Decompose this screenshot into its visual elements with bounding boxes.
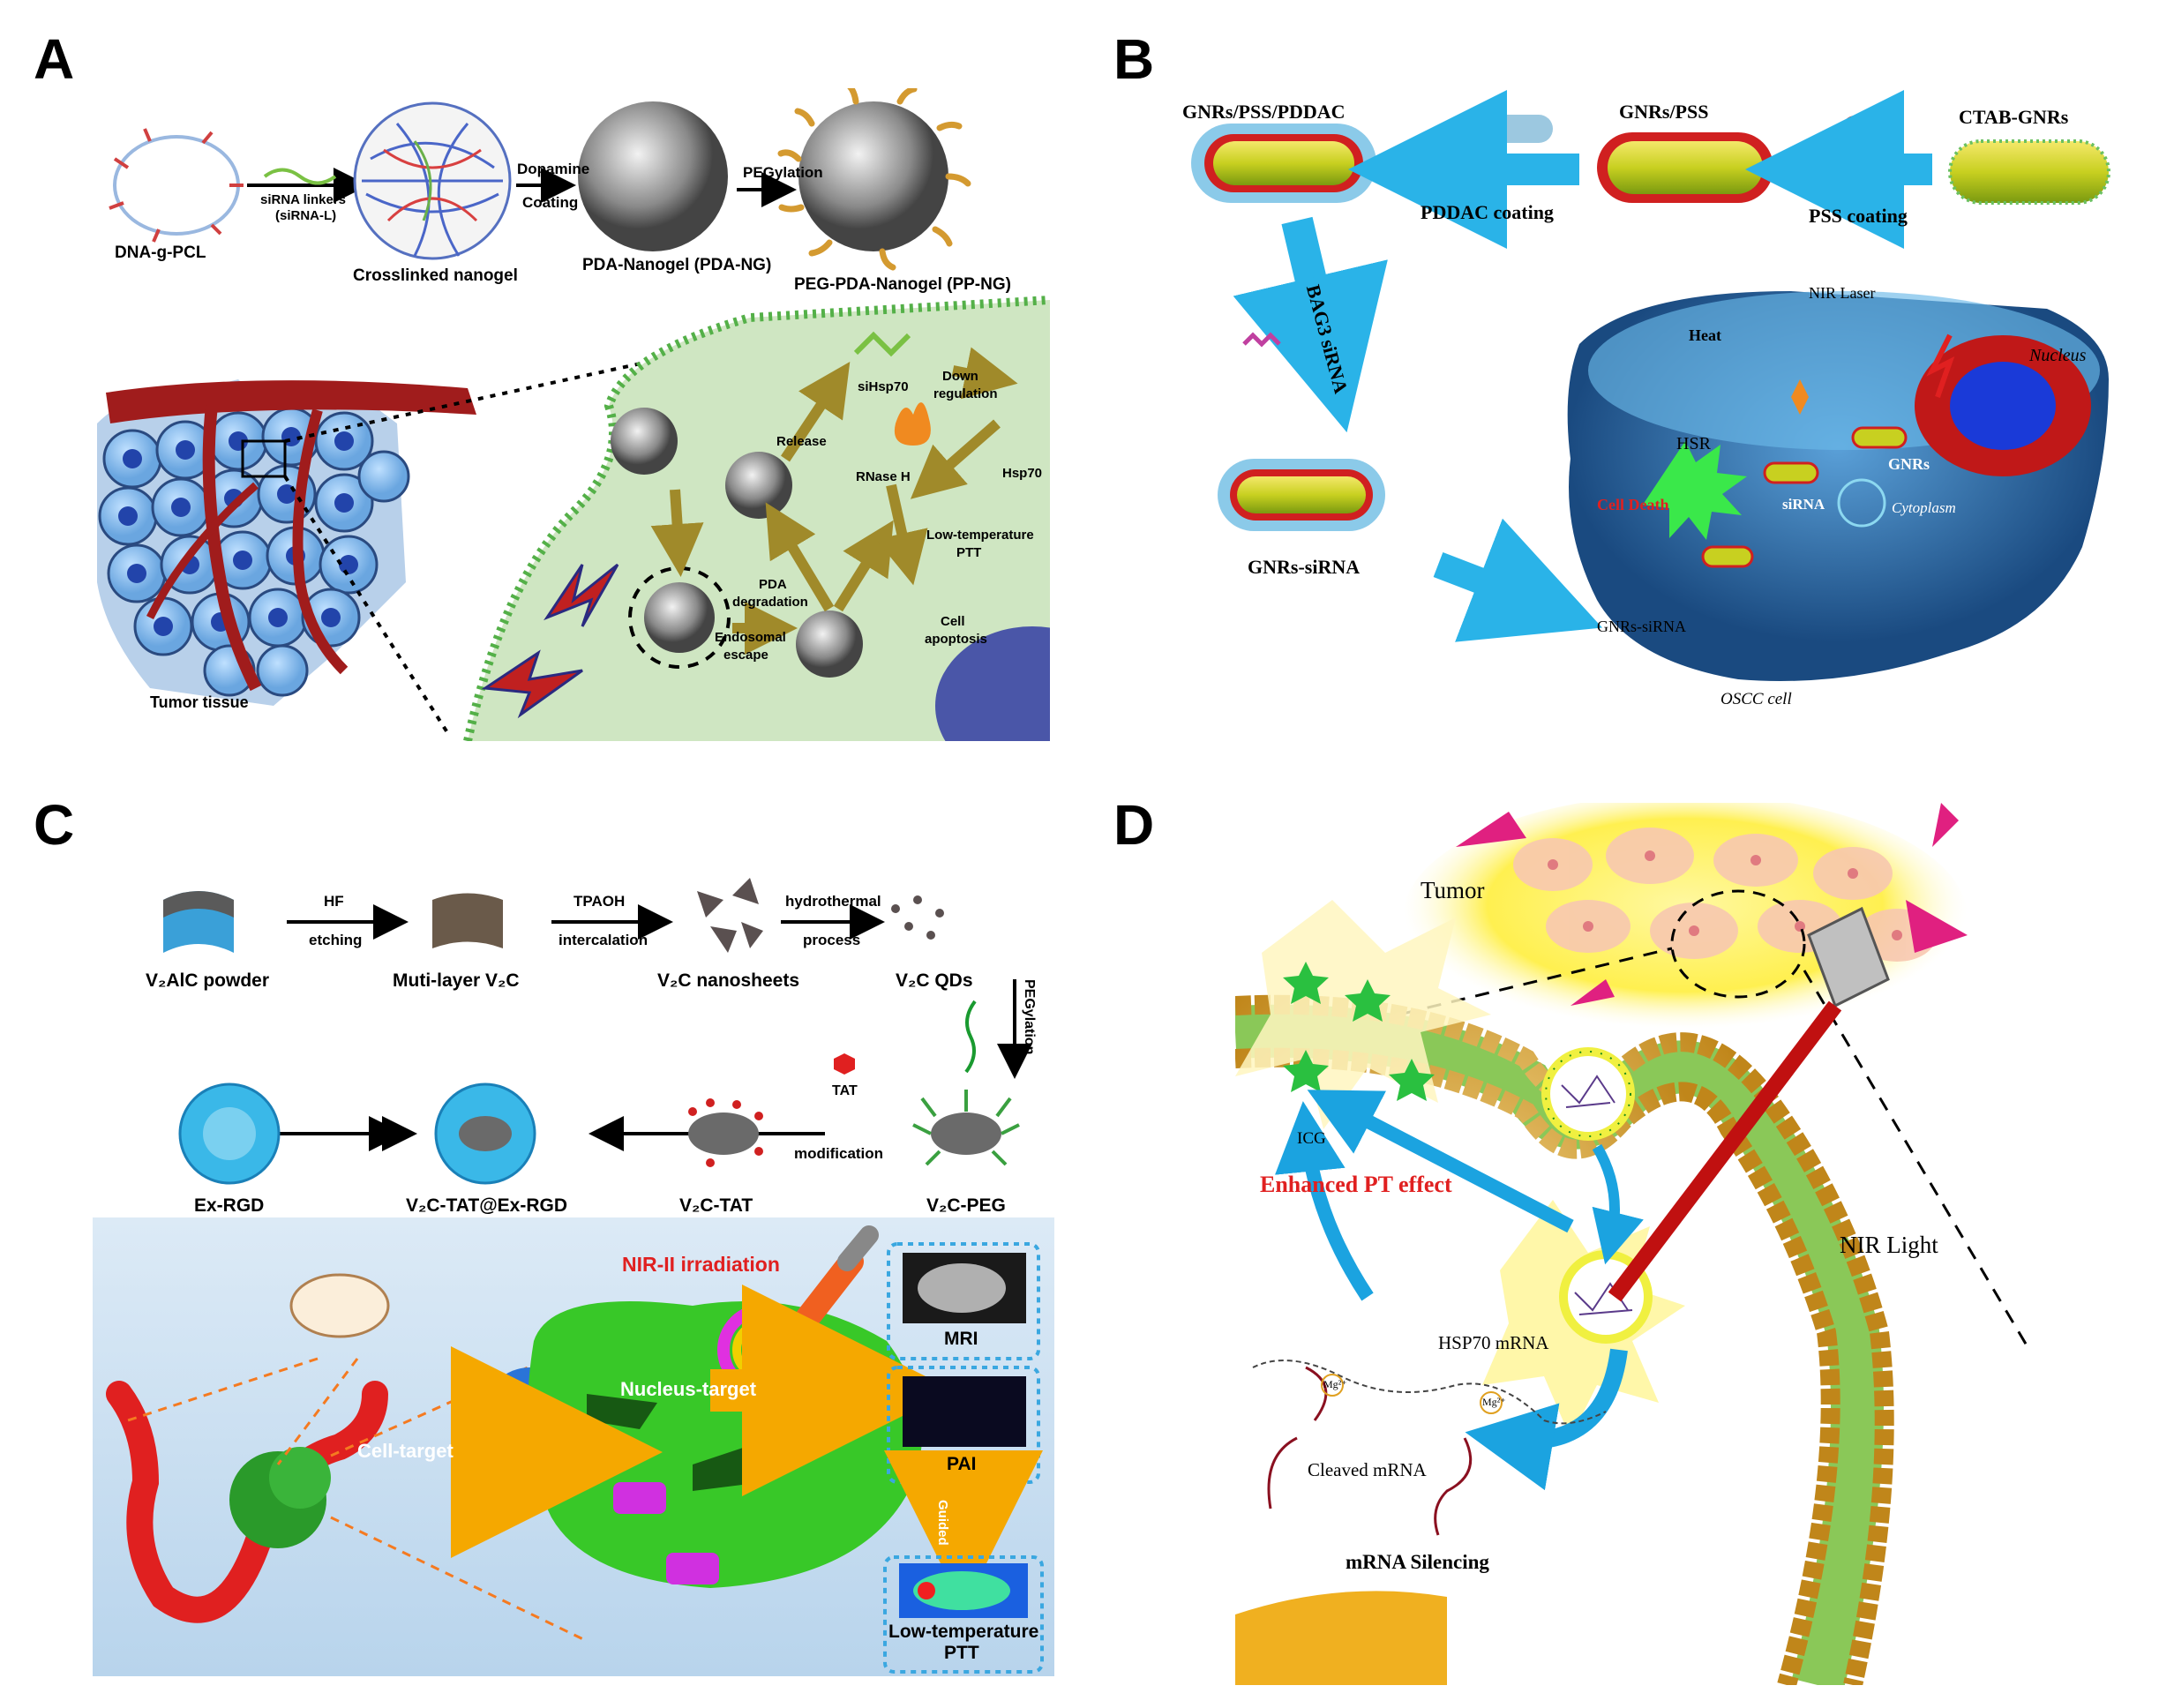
label-hsp70-mrna: HSP70 mRNA bbox=[1438, 1332, 1549, 1353]
label-v2c-tat: V₂C-TAT bbox=[679, 1195, 753, 1216]
label-mg-1: Mg²⁺ bbox=[1323, 1378, 1347, 1390]
panel-letter-d: D bbox=[1113, 793, 1155, 857]
label-tpaoh: TPAOH bbox=[573, 893, 626, 910]
rod-gnrs-pss bbox=[1597, 132, 1773, 203]
label-cell: Cell bbox=[941, 614, 965, 629]
label-degradation: degradation bbox=[732, 595, 808, 610]
oscc-cell-illustration bbox=[1567, 291, 2109, 681]
label-release: Release bbox=[776, 434, 827, 449]
label-low-temperature-a: Low-temperature bbox=[926, 528, 1034, 543]
panel-letter-b: B bbox=[1113, 27, 1155, 91]
label-v2c-nanosheets: V₂C nanosheets bbox=[657, 970, 800, 991]
label-low-temperature-c: Low-temperature bbox=[888, 1622, 1039, 1642]
pda-nanogel-shape bbox=[578, 101, 728, 251]
panel-d-illustration bbox=[1235, 803, 2031, 1685]
label-pegylation-c: PEGylation bbox=[1022, 979, 1037, 1055]
label-sirna-b: siRNA bbox=[1782, 496, 1825, 513]
panel-d: Tumor ICG Enhanced PT effect NIR Light H… bbox=[1235, 803, 2118, 1685]
label-sirna-linkers: siRNA linkers bbox=[260, 192, 346, 207]
label-heat: Heat bbox=[1689, 326, 1721, 344]
label-apoptosis: apoptosis bbox=[925, 632, 987, 647]
panel-c: V₂AlC powder Muti-layer V₂C V₂C nanoshee… bbox=[93, 847, 1054, 1676]
label-tumor: Tumor bbox=[1421, 877, 1485, 903]
label-gnrs-pss: GNRs/PSS bbox=[1619, 101, 1709, 123]
label-icg: ICG bbox=[1297, 1129, 1326, 1148]
label-mrna-silencing: mRNA Silencing bbox=[1346, 1551, 1489, 1573]
label-v2alc-powder: V₂AlC powder bbox=[146, 970, 270, 991]
label-etching: etching bbox=[309, 932, 363, 948]
label-tumor-tissue: Tumor tissue bbox=[150, 693, 249, 711]
label-hydrothermal: hydrothermal bbox=[785, 893, 881, 910]
label-rnase-h: RNase H bbox=[856, 469, 911, 484]
label-gnrs-pss-pddac: GNRs/PSS/PDDAC bbox=[1182, 101, 1346, 123]
label-gnrs-sirna-cell: GNRs-siRNA bbox=[1597, 618, 1687, 635]
label-muti-layer-v2c: Muti-layer V₂C bbox=[393, 970, 520, 991]
label-oscc-cell: OSCC cell bbox=[1720, 690, 1792, 708]
label-mri: MRI bbox=[944, 1329, 978, 1349]
label-dna-g-pcl: DNA-g-PCL bbox=[115, 243, 206, 262]
label-crosslinked-nanogel: Crosslinked nanogel bbox=[353, 266, 518, 285]
label-endosomal: Endosomal bbox=[715, 630, 786, 645]
label-ptt-c: PTT bbox=[944, 1643, 979, 1663]
label-cleaved-mrna: Cleaved mRNA bbox=[1308, 1459, 1427, 1480]
label-sihsp70: siHsp70 bbox=[858, 379, 909, 394]
label-pp-nanogel: PEG-PDA-Nanogel (PP-NG) bbox=[794, 275, 1011, 294]
label-nir-laser: NIR Laser bbox=[1809, 284, 1876, 302]
label-nucleus: Nucleus bbox=[2029, 346, 2087, 365]
label-sirna-l: (siRNA-L) bbox=[275, 208, 337, 223]
panel-b-illustration bbox=[1191, 90, 2110, 681]
label-escape: escape bbox=[723, 648, 768, 663]
label-ex-rgd: Ex-RGD bbox=[194, 1195, 265, 1216]
tumor-tissue-illustration bbox=[97, 379, 476, 706]
label-cytoplasm: Cytoplasm bbox=[1892, 499, 1956, 516]
rod-gnrs-pss-pddac bbox=[1191, 124, 1376, 203]
label-hsr: HSR bbox=[1676, 434, 1711, 453]
label-down: Down bbox=[942, 369, 978, 384]
label-tat: TAT bbox=[832, 1083, 858, 1098]
label-v2c-peg: V₂C-PEG bbox=[926, 1195, 1006, 1216]
label-enhanced-pt-effect: Enhanced PT effect bbox=[1260, 1172, 1452, 1197]
cell-interior-illustration bbox=[463, 296, 1050, 741]
panel-c-illustration bbox=[93, 878, 1054, 1676]
panel-letter-c: C bbox=[34, 793, 75, 857]
label-ctab-gnrs: CTAB-GNRs bbox=[1959, 106, 2069, 128]
panel-letter-a: A bbox=[34, 27, 75, 91]
label-pai: PAI bbox=[947, 1454, 977, 1474]
label-pda: PDA bbox=[759, 577, 787, 592]
label-mg-2: Mg²⁺ bbox=[1482, 1396, 1506, 1408]
label-pddac-coating: PDDAC coating bbox=[1421, 201, 1554, 223]
label-intercalation: intercalation bbox=[558, 932, 648, 948]
label-v2c-tat-ex-rgd: V₂C-TAT@Ex-RGD bbox=[406, 1195, 568, 1216]
label-cell-death: Cell Death bbox=[1597, 496, 1669, 513]
label-nir-ii-irradiation: NIR-II irradiation bbox=[622, 1253, 780, 1276]
label-gnrs-sirna-left: GNRs-siRNA bbox=[1248, 556, 1361, 578]
label-ptt-a: PTT bbox=[956, 545, 982, 560]
panel-a: DNA-g-PCL siRNA linkers (siRNA-L) Crossl… bbox=[79, 88, 1050, 741]
label-v2c-qds: V₂C QDs bbox=[896, 970, 973, 991]
label-nucleus-target: Nucleus-target bbox=[620, 1378, 757, 1400]
label-cell-target: Cell-target bbox=[357, 1440, 454, 1462]
label-hf: HF bbox=[324, 893, 344, 910]
rod-ctab-gnrs bbox=[1948, 139, 2110, 205]
label-hsp70: Hsp70 bbox=[1002, 466, 1043, 481]
label-guided: Guided bbox=[935, 1500, 950, 1546]
label-dopamine: Dopamine bbox=[517, 161, 590, 177]
label-pda-nanogel: PDA-Nanogel (PDA-NG) bbox=[582, 256, 772, 274]
label-coating: Coating bbox=[522, 194, 579, 211]
dna-g-pcl-shape bbox=[109, 128, 244, 243]
pp-nanogel-shape bbox=[777, 88, 971, 271]
label-pegylation-a: PEGylation bbox=[743, 164, 823, 181]
label-pss-coating: PSS coating bbox=[1809, 205, 1908, 227]
label-regulation: regulation bbox=[933, 386, 998, 401]
crosslinked-nanogel-shape bbox=[353, 101, 512, 260]
label-process: process bbox=[803, 932, 861, 948]
label-gnrs: GNRs bbox=[1888, 455, 1930, 473]
panel-a-illustration bbox=[97, 88, 1050, 741]
rod-gnrs-sirna bbox=[1218, 459, 1385, 531]
label-nir-light: NIR Light bbox=[1840, 1232, 1938, 1258]
panel-b: GNRs/PSS/PDDAC GNRs/PSS CTAB-GNRs PDDAC … bbox=[1173, 88, 2144, 741]
label-modification: modification bbox=[794, 1145, 884, 1162]
